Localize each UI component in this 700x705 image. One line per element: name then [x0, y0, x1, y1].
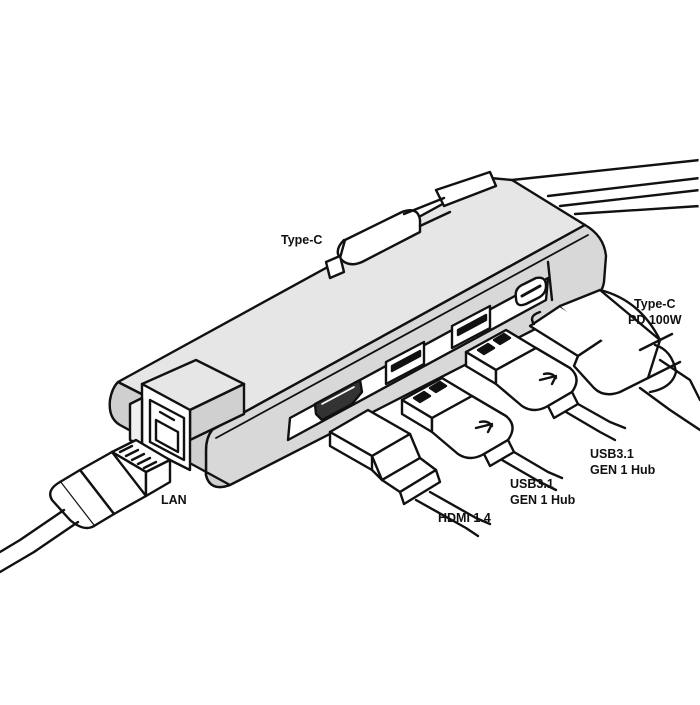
usb-a-upper-label-line2: GEN 1 Hub: [590, 463, 656, 477]
lan-label-text: LAN: [161, 493, 187, 507]
usb-a-lower-label: USB3.1 GEN 1 Hub: [510, 476, 575, 508]
usb-c-pd-plug: [528, 288, 700, 432]
laptop-cable: [510, 158, 700, 216]
lan-plug: [0, 438, 172, 574]
hdmi-label: HDMI 1.4: [438, 510, 491, 526]
type-c-pd-label-line2: PD 100W: [628, 313, 682, 327]
usb-a-port-1: [384, 340, 426, 386]
hdmi-plug: [328, 408, 492, 538]
usb-c-port: [514, 276, 548, 307]
usb-a-plug-upper: [464, 328, 627, 442]
type-c-label-text: Type-C: [281, 233, 323, 247]
type-c-pd-label: Type-C PD 100W: [628, 296, 682, 328]
usb-a-port-2: [450, 304, 492, 350]
lan-port-module: [128, 358, 246, 472]
type-c-top-cable: [324, 170, 498, 280]
usb-a-plug-lower: [400, 376, 564, 492]
usb-a-upper-label: USB3.1 GEN 1 Hub: [590, 446, 655, 478]
hdmi-port: [313, 378, 364, 422]
type-c-label: Type-C: [281, 232, 322, 248]
usb-a-upper-label-line1: USB3.1: [590, 447, 634, 461]
hdmi-label-text: HDMI 1.4: [438, 511, 491, 525]
usb-a-lower-label-line2: GEN 1 Hub: [510, 493, 576, 507]
lan-label: LAN: [161, 492, 187, 508]
type-c-pd-label-line1: Type-C: [634, 297, 676, 311]
usb-a-lower-label-line1: USB3.1: [510, 477, 554, 491]
